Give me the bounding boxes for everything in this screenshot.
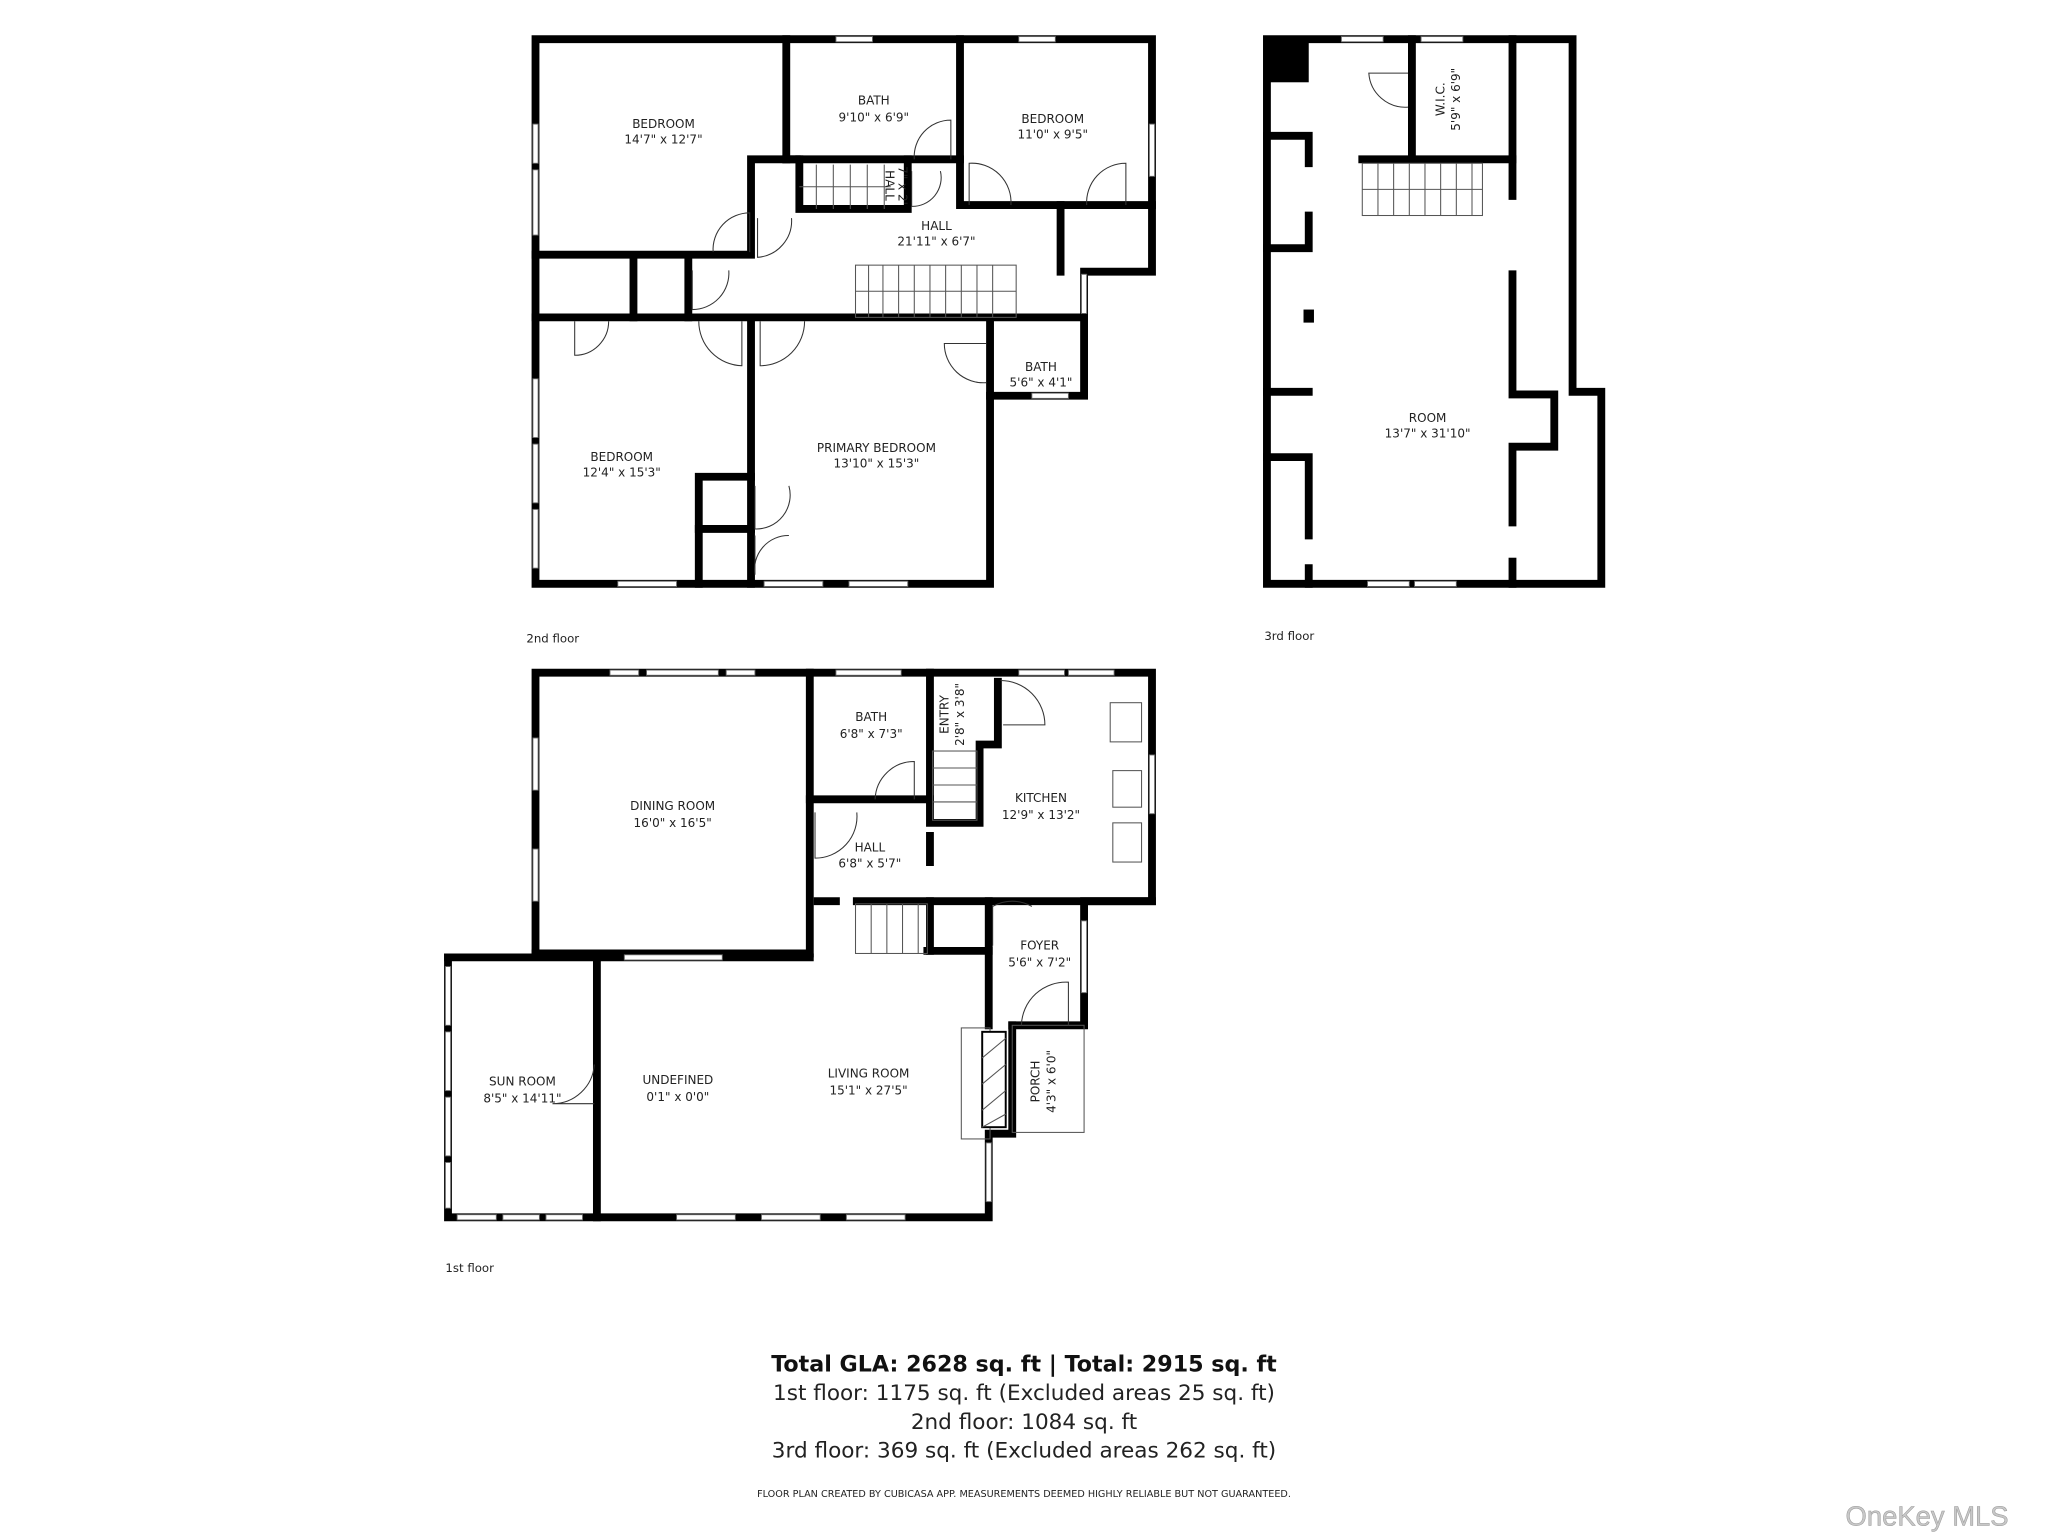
room-label-name: ENTRY [937,694,951,733]
room-label-name: HALL [921,219,952,233]
stairs [799,164,1017,318]
room-label-dims: 12'4" x 15'3" [583,466,661,480]
floor-label: 3rd floor [1264,629,1314,643]
room-label-dims: 5'9" x 6'9" [1449,68,1463,131]
room-label-name: HALL [855,841,886,855]
room-label-dims: 2'8" x 3'8" [953,683,967,746]
room-label-name: DINING ROOM [630,799,715,813]
room-label-dims: 14'7" x 12'7" [624,133,702,147]
windows [1340,36,1464,587]
stairs [1361,162,1483,217]
kitchen-fixtures [1109,702,1143,863]
windows [444,669,1156,1221]
room-label-name: LIVING ROOM [828,1067,910,1081]
floor-label: 2nd floor [526,632,579,646]
room-label-name: BATH [858,93,890,107]
room-label-dims: 4'3" x 6'0" [1044,1050,1058,1113]
room-label-dims: 15'1" x 27'5" [829,1084,907,1098]
walls [531,35,1156,588]
first-floor-plan: DINING ROOM 16'0" x 16'5" BATH 6'8" x 7'… [444,668,1156,1275]
room-label-name: BEDROOM [590,450,653,464]
room-label-dims: 6'8" x 7'3" [840,727,903,741]
room-label-name: PRIMARY BEDROOM [817,441,936,455]
room-label-dims: 16'0" x 16'5" [634,816,712,830]
room-label-name: BATH [855,710,887,724]
room-label-name: UNDEFINED [642,1073,713,1087]
floor-label: 1st floor [445,1261,494,1275]
room-label-name: KITCHEN [1015,791,1067,805]
room-label-dims: 12'9" x 13'2" [1002,808,1080,822]
room-label-name: PORCH [1029,1061,1043,1103]
first-floor-area: 1st floor: 1175 sq. ft (Excluded areas 2… [773,1381,1275,1406]
room-label-name: BEDROOM [1021,112,1084,126]
room-label-name: BEDROOM [632,117,695,131]
area-summary: Total GLA: 2628 sq. ft | Total: 2915 sq.… [757,1351,1291,1499]
windows [532,36,1156,587]
room-label-dims: 6'8" x 5'7" [838,856,901,870]
room-label-name: SUN ROOM [489,1074,556,1088]
second-floor-area: 2nd floor: 1084 sq. ft [911,1410,1137,1435]
room-label-dims: 11'0" x 9'5" [1017,127,1088,141]
door [1368,72,1409,108]
room-label-dims: 5'6" x 7'2" [1008,956,1071,970]
room-label-dims: 0'1" x 0'0" [646,1090,709,1104]
room-label-name: HALL [883,170,897,201]
room-label-name: BATH [1025,360,1057,374]
room-label-dims: 5'6" x 4'1" [1010,376,1073,390]
room-label-name: ROOM [1409,411,1447,425]
watermark: OneKey MLS [1846,1501,2009,1532]
disclaimer: FLOOR PLAN CREATED BY CUBICASA APP. MEAS… [757,1489,1291,1500]
room-label-dims: 21'11" x 6'7" [897,235,975,249]
doors [574,119,1127,575]
stairs [854,750,978,954]
walls [1263,35,1606,588]
room-label-dims: 7" x 2' [896,166,910,205]
room-label-dims: 13'7" x 31'10" [1385,427,1471,441]
room-label-name: FOYER [1020,939,1059,953]
third-floor-area: 3rd floor: 369 sq. ft (Excluded areas 26… [772,1439,1276,1464]
second-floor-plan: BEDROOM 14'7" x 12'7" BATH 9'10" x 6'9" … [526,35,1156,646]
doors [552,679,1069,1105]
room-label-dims: 13'10" x 15'3" [834,457,920,471]
room-label-dims: 8'5" x 14'11" [483,1091,561,1105]
third-floor-plan: W.I.C. 5'9" x 6'9" ROOM 13'7" x 31'10" 3… [1263,35,1606,643]
room-label-name: W.I.C. [1434,82,1448,116]
room-label-dims: 9'10" x 6'9" [839,110,910,124]
total-area: Total GLA: 2628 sq. ft | Total: 2915 sq.… [771,1351,1277,1377]
